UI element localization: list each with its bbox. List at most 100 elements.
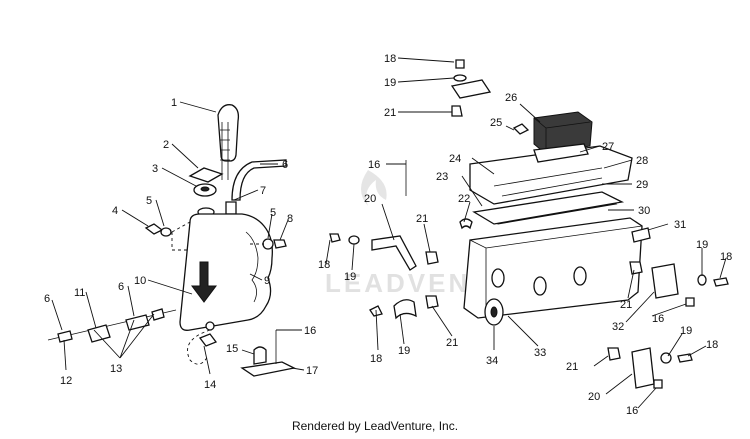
screw-18-top: [455, 59, 465, 69]
airbox-assembly: [329, 59, 729, 389]
dipstick-shaft: [221, 122, 229, 180]
callout-33: 33: [534, 347, 546, 359]
screw-18-right: [713, 277, 729, 287]
callout-5b: 5: [270, 207, 276, 219]
airbox-port-2: [533, 276, 547, 296]
grommet-21-right: [629, 261, 643, 275]
callout-6c: 6: [118, 281, 124, 293]
callout-20b: 20: [588, 391, 600, 403]
lid-recess-27: [533, 143, 589, 163]
boot-34-center: [490, 306, 498, 318]
washer-5-left: [160, 227, 172, 237]
callout-19d: 19: [696, 239, 708, 251]
lid-ribs: [493, 167, 603, 197]
callout-19b: 19: [344, 271, 356, 283]
tank-contour: [245, 231, 259, 303]
callout-27: 27: [602, 141, 614, 153]
outlet-path: [187, 329, 211, 365]
callout-1: 1: [171, 97, 177, 109]
clamp-13: [151, 308, 165, 321]
clamp-12: [57, 330, 73, 343]
callout-7: 7: [260, 185, 266, 197]
washer-19-top: [453, 74, 467, 82]
grommet-21-low-right: [607, 347, 621, 361]
callout-16a: 16: [304, 325, 316, 337]
hose-section-11: [87, 324, 111, 343]
callout-34: 34: [486, 355, 498, 367]
callout-29: 29: [636, 179, 648, 191]
callout-3: 3: [152, 163, 158, 175]
callout-21c: 21: [446, 337, 458, 349]
airbox-port-3: [573, 266, 587, 286]
nut-8: [273, 239, 287, 249]
screw-18-left: [329, 233, 341, 243]
callout-21d: 21: [620, 299, 632, 311]
callout-14: 14: [204, 379, 216, 391]
callout-4: 4: [112, 205, 118, 217]
callout-25: 25: [490, 117, 502, 129]
callout-21e: 21: [566, 361, 578, 373]
callout-16d: 16: [626, 405, 638, 417]
gasket: [188, 167, 224, 183]
callout-16c: 16: [652, 313, 664, 325]
callout-15: 15: [226, 343, 238, 355]
callout-17: 17: [306, 365, 318, 377]
airbox-port-1: [491, 268, 505, 288]
callout-2: 2: [163, 139, 169, 151]
callout-31: 31: [674, 219, 686, 231]
washer-5-right: [262, 238, 274, 250]
washer-19-lower: [393, 299, 417, 320]
callout-5a: 5: [146, 195, 152, 207]
gasket-23: [472, 191, 625, 225]
callout-18e: 18: [706, 339, 718, 351]
callout-11: 11: [74, 287, 85, 299]
callout-19a: 19: [384, 77, 396, 89]
fitting-14: [198, 333, 218, 347]
callout-22: 22: [458, 193, 470, 205]
airbox-body-33: [463, 217, 643, 319]
bracket-20-lower: [631, 347, 655, 389]
hose-upper: [231, 159, 287, 201]
nut-16-right: [685, 297, 695, 307]
bracket-17: [240, 361, 296, 377]
bolt-4: [144, 223, 164, 235]
callout-10: 10: [134, 275, 146, 287]
callout-28: 28: [636, 155, 648, 167]
render-credit: Rendered by LeadVenture, Inc.: [291, 419, 459, 433]
reservoir-tank-assembly: [47, 104, 296, 377]
callout-9: 9: [264, 275, 270, 287]
filler-cap-center: [200, 186, 210, 192]
callout-24: 24: [449, 153, 461, 165]
fitting-25: [512, 123, 530, 135]
bushing-block: [450, 79, 492, 99]
flow-arrow: [191, 261, 217, 303]
callout-20a: 20: [364, 193, 376, 205]
callout-21b: 21: [416, 213, 428, 225]
outlet-port: [205, 321, 215, 331]
callout-18c: 18: [370, 353, 382, 365]
washer-19-left: [348, 235, 360, 245]
callout-19e: 19: [680, 325, 692, 337]
clamp-15: [253, 346, 267, 365]
grommet-21-top: [451, 105, 463, 117]
filter-element-26: [533, 111, 593, 155]
callout-23: 23: [436, 171, 448, 183]
callout-6a: 6: [282, 159, 288, 171]
dipstick-marks: [220, 129, 230, 161]
callout-labels: 1 2 3 4 5 5 6 6 6 7 8 9 10 11 12 13 14 1…: [44, 53, 732, 417]
fitting-7: [225, 201, 237, 215]
hose-section-6-left: [125, 314, 150, 331]
mount-dashes-left: [171, 221, 191, 251]
callout-16b: 16: [368, 159, 380, 171]
callout-12: 12: [60, 375, 72, 387]
callout-19c: 19: [398, 345, 410, 357]
callout-18a: 18: [384, 53, 396, 65]
washer-19-low-right: [660, 352, 672, 364]
nut-16-low-right: [653, 379, 663, 389]
callout-8: 8: [287, 213, 293, 225]
bracket-32: [651, 263, 679, 299]
callout-13: 13: [110, 363, 122, 375]
washer-19-right: [697, 274, 707, 286]
grommet-21-lower: [425, 295, 439, 309]
